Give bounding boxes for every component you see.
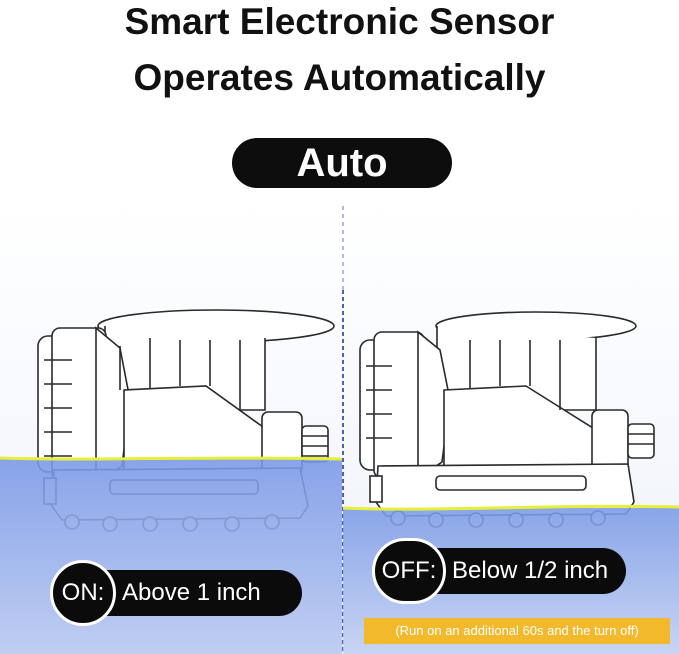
on-key-circle: ON: [50, 560, 116, 626]
water-left [0, 458, 342, 654]
off-description: Below 1/2 inch [452, 557, 609, 584]
off-key-circle: OFF: [372, 538, 446, 604]
pump-water-scene [0, 200, 679, 654]
on-description: Above 1 inch [122, 579, 261, 606]
off-delay-note: (Run on an additional 60s and the turn o… [364, 618, 670, 644]
on-state-badge: ON: Above 1 inch [50, 560, 302, 626]
headline: Smart Electronic Sensor Operates Automat… [0, 0, 679, 105]
headline-line-1: Smart Electronic Sensor [124, 1, 555, 42]
off-state-badge: OFF: Below 1/2 inch [372, 538, 626, 604]
waterline-right [342, 504, 679, 511]
auto-mode-pill: Auto [232, 138, 452, 188]
headline-line-2: Operates Automatically [133, 57, 546, 98]
waterline-left [0, 456, 343, 461]
